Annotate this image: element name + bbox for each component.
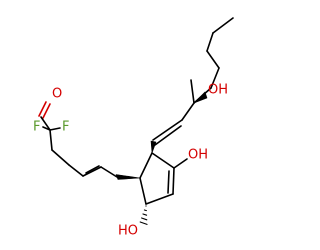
chain-bond-c15-c16 [181, 102, 195, 121]
atom-label-layer: O F F OH OH HO [33, 83, 228, 239]
aldehyde-oxygen-bg [53, 87, 64, 101]
trans-alkene-second-line [154, 125, 182, 146]
ring-bond-c9-c10 [145, 193, 174, 205]
hashed-bond-c9 [139, 205, 148, 225]
side-chain-hydroxyl-label: OH [208, 83, 228, 98]
bond-layer [38, 17, 234, 205]
ring-bond-c11-c12 [151, 152, 175, 169]
chain-bond-c16-methyl [190, 79, 195, 104]
hexyl-bond-3 [206, 32, 214, 52]
hexyl-bond-4 [212, 17, 234, 34]
c-f-bond-right [49, 127, 61, 131]
chain-bond-1 [49, 129, 53, 151]
hexyl-bond-1 [210, 67, 220, 89]
aldehyde-double-bond-a [42, 103, 51, 119]
enol-hydroxyl-bond [173, 158, 188, 169]
fluorine-label-1: F [33, 120, 40, 135]
c-f-bond-left [42, 126, 51, 131]
hexyl-bond-2 [206, 50, 220, 69]
chain-bond-3 [68, 164, 84, 177]
ring-bond-c8-c9 [139, 177, 147, 205]
structural-formula: O F F OH OH HO [33, 17, 234, 239]
chain-bond-4 [100, 166, 118, 178]
cis-alkene-bond [82, 166, 102, 177]
aldehyde-cf2-bond [40, 116, 51, 131]
cis-alkene-second-line [85, 165, 100, 174]
ring-bond-c12-c8 [139, 152, 153, 179]
ring-enol-hydroxyl-label: OH [188, 148, 208, 163]
fluorine-label-2: F [62, 120, 69, 135]
chain-bond-2 [51, 149, 70, 166]
trans-alkene-bond [152, 119, 183, 141]
ring-bond-c10-c11 [172, 167, 175, 195]
aldehyde-double-bond-b [38, 101, 47, 117]
ring-hydroxyl-label: HO [118, 224, 138, 239]
wedge-bond-c12 [150, 140, 157, 154]
aldehyde-oxygen-label: O [52, 87, 62, 102]
wedge-bond-c16-oh [193, 91, 208, 104]
stereo-bond-layer [115, 91, 208, 225]
wedge-bond-c8 [115, 174, 141, 180]
ring-double-bond-second-line [167, 170, 170, 194]
